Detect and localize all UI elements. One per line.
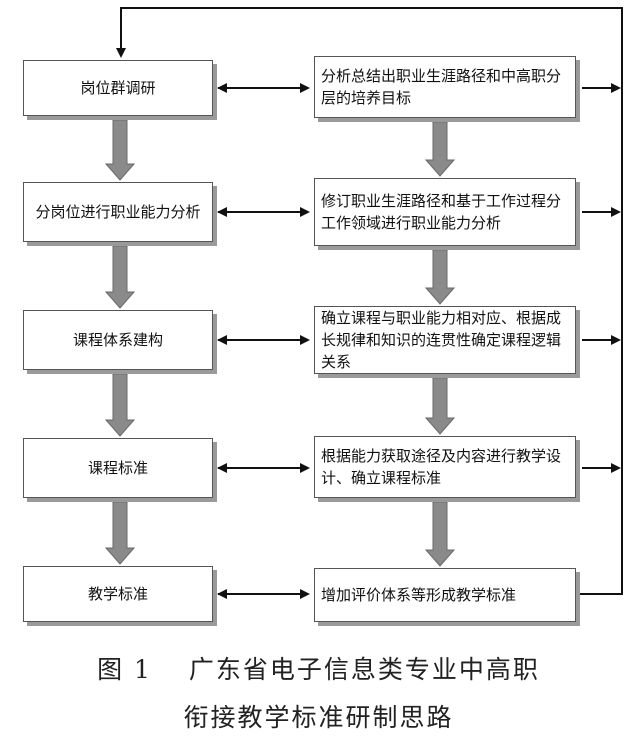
left-gray-arrow-2 bbox=[104, 245, 136, 309]
double-arrow-2-left-head bbox=[217, 207, 227, 217]
left-gray-arrow-1 bbox=[104, 119, 136, 181]
left-box-5: 教学标准 bbox=[23, 566, 213, 622]
side-arrow-4-head bbox=[611, 463, 621, 473]
right-box-3-label: 确立课程与职业能力相对应、根据成长规律和知识的连贯性确定课程逻辑关系 bbox=[321, 309, 562, 371]
right-box-3: 确立课程与职业能力相对应、根据成长规律和知识的连贯性确定课程逻辑关系 bbox=[314, 306, 576, 374]
right-box-5-label: 增加评价体系等形成教学标准 bbox=[321, 586, 517, 604]
gray-arrows-group bbox=[104, 119, 456, 567]
left-box-2-label: 分岗位进行职业能力分析 bbox=[35, 203, 201, 221]
right-box-5: 增加评价体系等形成教学标准 bbox=[314, 568, 576, 622]
figure-caption-line-2: 衔接教学标准研制思路 bbox=[183, 703, 454, 732]
side-arrow-1-head bbox=[611, 83, 621, 93]
right-gray-arrow-2 bbox=[424, 249, 456, 305]
left-box-2: 分岗位进行职业能力分析 bbox=[23, 182, 213, 242]
right-box-4-label: 根据能力获取途径及内容进行教学设计、确立课程标准 bbox=[321, 447, 562, 487]
left-gray-arrow-3 bbox=[104, 373, 136, 437]
right-box-2-label: 修订职业生涯路径和基于工作过程分工作领域进行职业能力分析 bbox=[321, 192, 562, 232]
double-arrow-1-left-head bbox=[217, 83, 227, 93]
double-arrow-4-right-head bbox=[300, 463, 310, 473]
right-gray-arrow-1 bbox=[424, 121, 456, 177]
left-box-1: 岗位群调研 bbox=[23, 60, 213, 116]
right-box-2: 修订职业生涯路径和基于工作过程分工作领域进行职业能力分析 bbox=[314, 178, 576, 246]
feedback-loop-head bbox=[116, 48, 126, 58]
right-gray-arrow-4 bbox=[424, 501, 456, 567]
feedback-loop-line bbox=[120, 7, 623, 595]
left-box-4-label: 课程标准 bbox=[87, 459, 148, 477]
right-gray-arrow-3 bbox=[424, 377, 456, 435]
double-arrow-3-right-head bbox=[300, 335, 310, 345]
left-box-1-label: 岗位群调研 bbox=[80, 79, 156, 97]
side-arrow-2-head bbox=[611, 207, 621, 217]
left-gray-arrow-4 bbox=[104, 501, 136, 565]
double-arrow-4-left-head bbox=[217, 463, 227, 473]
connector-lines-group bbox=[116, 7, 623, 599]
left-box-3: 课程体系建构 bbox=[23, 310, 213, 370]
left-box-5-label: 教学标准 bbox=[87, 585, 148, 603]
right-box-4: 根据能力获取途径及内容进行教学设计、确立课程标准 bbox=[314, 436, 576, 498]
double-arrow-2-right-head bbox=[300, 207, 310, 217]
double-arrow-1-right-head bbox=[300, 83, 310, 93]
double-arrow-5-right-head bbox=[300, 589, 310, 599]
double-arrow-5-left-head bbox=[217, 589, 227, 599]
right-box-1: 分析总结出职业生涯路径和中高职分层的培养目标 bbox=[314, 56, 576, 118]
side-arrow-3-head bbox=[611, 335, 621, 345]
right-box-1-label: 分析总结出职业生涯路径和中高职分层的培养目标 bbox=[321, 67, 562, 107]
left-box-3-label: 课程体系建构 bbox=[72, 331, 163, 349]
figure-caption-line-1: 图 1 广东省电子信息类专业中高职 bbox=[97, 655, 540, 684]
double-arrow-3-left-head bbox=[217, 335, 227, 345]
left-box-4: 课程标准 bbox=[23, 438, 213, 498]
